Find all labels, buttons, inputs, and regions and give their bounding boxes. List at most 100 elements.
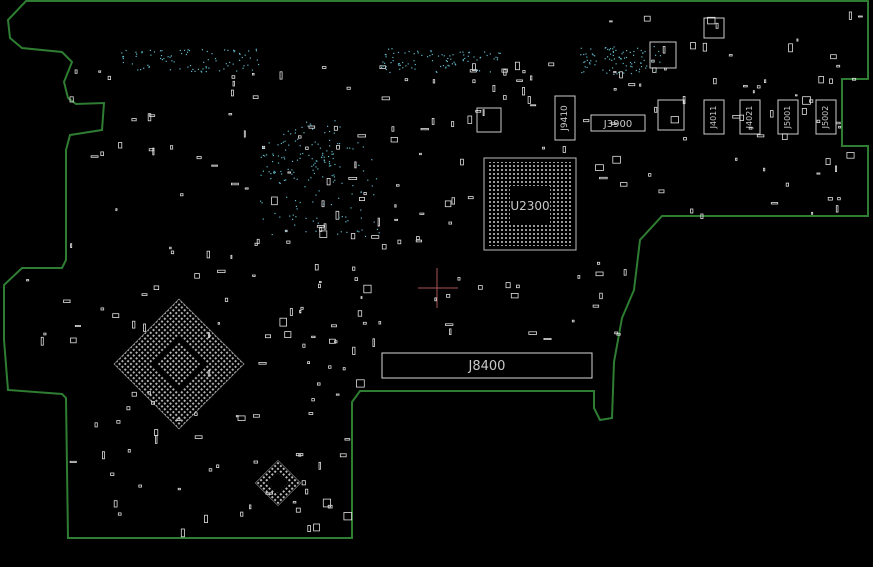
via-pad <box>136 53 138 55</box>
component-footprint <box>599 176 608 180</box>
component-footprint <box>516 79 523 82</box>
via-pad <box>625 56 628 59</box>
connector-j8400[interactable] <box>381 352 593 379</box>
via-pad <box>293 177 295 179</box>
via-pad <box>299 201 301 204</box>
via-pad <box>655 71 657 73</box>
via-pad <box>612 48 614 50</box>
chip-u2300[interactable] <box>483 157 577 251</box>
component-footprint <box>207 370 211 377</box>
via-pad <box>337 233 339 235</box>
component-footprint <box>311 398 315 402</box>
via-pad <box>611 59 613 61</box>
via-pad <box>493 58 495 60</box>
via-pad <box>476 59 478 61</box>
via-pad <box>315 160 317 162</box>
component-footprint <box>69 460 77 463</box>
via-pad <box>590 48 592 50</box>
connector-j5002[interactable] <box>815 99 837 135</box>
component-footprint <box>115 208 118 211</box>
chip-bga-small[interactable] <box>254 459 302 507</box>
via-pad <box>279 182 281 185</box>
component-footprint <box>271 196 278 206</box>
component-footprint <box>339 453 347 458</box>
via-pad <box>351 193 353 195</box>
chip-qfn-top[interactable] <box>476 107 502 133</box>
component-footprint <box>346 86 351 90</box>
via-pad <box>295 129 297 131</box>
component-footprint <box>748 127 753 130</box>
component-footprint <box>208 468 213 472</box>
component-footprint <box>448 221 452 225</box>
via-pad <box>468 52 470 54</box>
via-pad <box>153 51 156 53</box>
via-pad <box>274 212 276 215</box>
via-pad <box>608 49 610 51</box>
via-pad <box>478 70 481 72</box>
via-pad <box>612 67 614 69</box>
via-pad <box>227 65 229 67</box>
chip-qfn-tr2[interactable] <box>703 17 725 39</box>
via-pad <box>602 69 604 71</box>
via-pad <box>302 152 304 155</box>
via-pad <box>312 201 314 203</box>
component-footprint <box>372 338 375 347</box>
via-pad <box>161 50 163 52</box>
component-footprint <box>40 336 44 346</box>
component-footprint <box>713 78 717 85</box>
via-pad <box>459 51 461 53</box>
component-footprint <box>527 96 531 104</box>
component-footprint <box>763 167 766 172</box>
via-pad <box>159 50 162 52</box>
component-footprint <box>764 79 767 84</box>
via-pad <box>430 50 432 52</box>
via-pad <box>149 49 151 51</box>
connector-j9410[interactable] <box>554 95 576 141</box>
component-footprint <box>354 277 358 281</box>
component-footprint <box>795 94 798 97</box>
via-pad <box>462 51 464 53</box>
component-footprint <box>662 46 666 54</box>
component-footprint <box>613 88 617 91</box>
via-pad <box>279 216 281 218</box>
via-pad <box>329 130 331 133</box>
connector-j3900[interactable] <box>590 114 646 132</box>
via-pad <box>356 230 358 232</box>
component-footprint <box>258 361 267 365</box>
component-footprint <box>362 321 367 325</box>
component-footprint <box>700 213 704 219</box>
chip-cpu[interactable] <box>113 298 245 430</box>
via-pad <box>291 173 293 175</box>
via-pad <box>345 221 347 223</box>
via-pad <box>243 65 245 67</box>
component-footprint <box>478 285 483 290</box>
via-pad <box>584 61 586 63</box>
component-footprint <box>516 284 520 289</box>
component-footprint <box>818 76 824 84</box>
component-footprint <box>756 85 761 89</box>
component-footprint <box>316 382 321 386</box>
component-footprint <box>289 308 293 316</box>
via-pad <box>643 59 645 61</box>
via-pad <box>284 140 286 142</box>
component-footprint <box>126 406 131 411</box>
connector-j5001[interactable] <box>777 99 799 135</box>
via-pad <box>323 160 325 162</box>
component-footprint <box>131 118 137 122</box>
via-pad <box>247 64 249 66</box>
chip-qfn-tr[interactable] <box>649 41 677 69</box>
connector-j4011[interactable] <box>703 99 725 135</box>
via-pad <box>143 67 145 69</box>
component-footprint <box>194 412 198 416</box>
component-footprint <box>335 393 340 396</box>
chip-upper-right[interactable] <box>657 99 685 131</box>
component-footprint <box>548 62 555 67</box>
component-footprint <box>322 498 331 508</box>
component-footprint <box>177 487 181 491</box>
via-pad <box>639 68 641 70</box>
component-footprint <box>252 95 259 100</box>
via-pad <box>588 62 591 64</box>
via-pad <box>631 66 633 68</box>
